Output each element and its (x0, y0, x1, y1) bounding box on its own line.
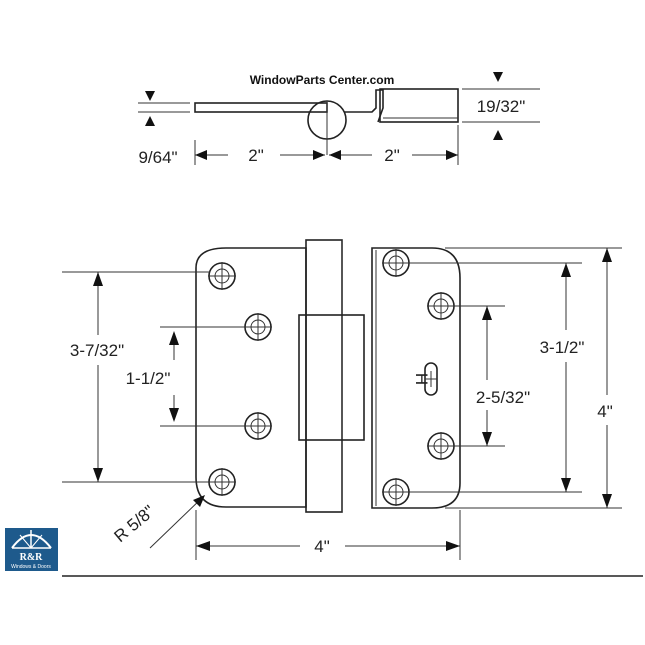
left-hole-span-label: 3-7/32" (70, 341, 124, 360)
screw-hole-left-2 (244, 313, 272, 341)
site-label: WindowParts Center.com (250, 73, 395, 87)
front-right-leaf (371, 247, 461, 509)
top-right-width-label: 2" (384, 146, 400, 165)
screw-hole-left-1 (208, 262, 236, 290)
screw-hole-right-4 (382, 478, 410, 506)
side-view-right-leaf (379, 88, 459, 123)
right-inner-span-label: 2-5/32" (476, 388, 530, 407)
screw-hole-left-4 (208, 468, 236, 496)
side-view-left-leaf (194, 102, 328, 113)
side-view: 9/64" 2" 2" 19/32" (138, 72, 540, 167)
front-pin-sleeve (298, 314, 365, 441)
side-view-connector (344, 89, 384, 123)
right-hole-span-label: 3-1/2" (540, 338, 585, 357)
left-inner-span-label: 1-1/2" (126, 369, 171, 388)
front-left-leaf (195, 247, 307, 508)
screw-hole-right-1 (382, 249, 410, 277)
overall-height-label: 4" (597, 402, 613, 421)
hinge-mark: H (412, 373, 431, 385)
screw-hole-right-2 (427, 292, 455, 320)
front-knuckle (305, 239, 343, 513)
logo-subtitle: Windows & Doors (11, 564, 51, 570)
logo-initials: R&R (20, 552, 44, 563)
screw-hole-left-3 (244, 412, 272, 440)
overall-width-label: 4" (314, 537, 330, 556)
rr-logo: R&R Windows & Doors (5, 528, 58, 571)
front-view: H 3-7/32" 1-1/2" 2-5/32" 3-1/2" (62, 239, 643, 577)
top-left-width-label: 2" (248, 146, 264, 165)
top-thickness-label: 9/64" (138, 148, 177, 167)
corner-radius-label: R 5/8" (110, 502, 158, 547)
screw-hole-right-3 (427, 432, 455, 460)
top-leaf-height-label: 19/32" (477, 97, 526, 116)
